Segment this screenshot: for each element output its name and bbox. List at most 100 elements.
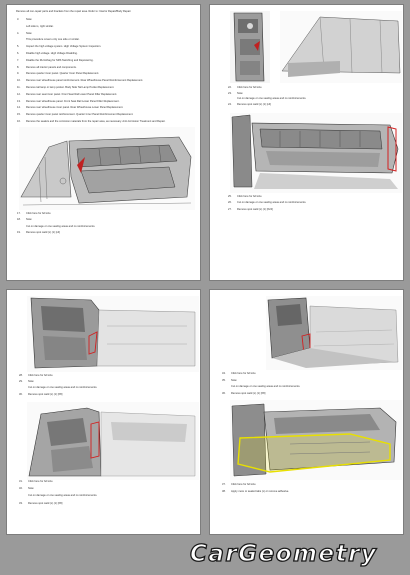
step-item: 19. Remove spot weld (x) (1) [x4] [17, 231, 60, 234]
figure-wheelhouse-weld[interactable] [230, 113, 402, 193]
step-item: 36. Remove spot weld (x) (1) [X8] [222, 392, 265, 395]
step-text: Disable high voltage. High Voltage Disab… [26, 52, 78, 55]
step-number: 30. [19, 392, 23, 396]
figure-rear-panel[interactable] [27, 296, 199, 372]
step-item: 3.Note: [17, 18, 32, 21]
step-number: 18. [17, 218, 21, 222]
step-text: Cut on damage or one sealing areas and n… [237, 97, 307, 101]
step-text: Cut on damage or one sealing areas and n… [231, 385, 301, 388]
step-number: 31. [19, 480, 23, 483]
step-text: Remove spot weld (x) (1) [x4] [237, 102, 271, 106]
step-text: Remove quarter inner panel reinforcement… [26, 113, 134, 117]
step-number: 25. [228, 195, 232, 198]
step-text[interactable]: Click here for full size [237, 86, 262, 89]
step-item: 27. Remove spot weld (x) (1) [X24] [228, 208, 273, 211]
step-text[interactable]: Click here for full size [237, 195, 262, 198]
step-item: 22. Click here for full size [228, 86, 262, 89]
step-number: 37. [222, 483, 226, 486]
step-number: 27. [228, 207, 232, 211]
step-number: 14. [17, 106, 21, 110]
figure-inner-panel-detail[interactable] [230, 11, 270, 83]
step-item: 5.Inspect the high voltage system. High … [17, 45, 101, 48]
step-item: 32.Note: [19, 487, 34, 490]
step-text[interactable]: Click here for full size [26, 212, 51, 215]
step-number: 22. [228, 86, 232, 89]
step-number: 19. [17, 230, 21, 234]
step-text: Cut on damage or one sealing areas and n… [237, 201, 307, 205]
step-number: 7. [17, 58, 20, 62]
step-text[interactable]: Click here for full size [231, 372, 256, 375]
step-text: Remove the sealers and the corrosion mat… [26, 120, 166, 123]
step-text: Apply more or sealed tabs (x) or remove … [231, 490, 290, 494]
figure-wheelhouse-side[interactable] [27, 402, 199, 480]
step-text: Cut on damage or one sealing areas and n… [26, 224, 96, 228]
cargeometry-logo: CarGeometry [189, 540, 378, 567]
figure-bed-floor[interactable] [266, 296, 402, 370]
step-item: 30.Remove spot weld (x) (1) [X8] [19, 393, 62, 396]
document-page-1: Remove all non-repair parts and brackets… [6, 4, 201, 281]
step-item: 29.Note: [19, 380, 34, 383]
step-text: Note: [26, 18, 33, 21]
step-item: 11. Remove tail lamp or lamp pocket. Body… [17, 86, 114, 89]
step-item: This procedure covers only one side or s… [17, 38, 79, 41]
step-item: 12. Remove rear seat inner panel. Front S… [17, 93, 117, 96]
step-number: 17. [17, 212, 21, 215]
step-text: Cut on damage or one sealing areas and n… [28, 386, 98, 390]
step-item: 33. Remove spot weld (x) (1) [X8] [19, 502, 62, 505]
step-item: 35. Note: [222, 379, 237, 382]
intro-text: Remove all non-repair parts and brackets… [16, 10, 132, 13]
step-number: 13. [17, 99, 21, 103]
step-text: Remove all interior panels and component… [26, 65, 77, 69]
step-number: 35. [222, 378, 226, 382]
step-number: 9. [17, 72, 20, 76]
step-text: Remove rear wheelhouse inner panel. Rear… [26, 106, 124, 110]
step-text[interactable]: Click here for full size [28, 374, 53, 377]
step-item: 31. Click here for full size [19, 480, 53, 483]
step-item: 37. Click here for full size [222, 483, 256, 486]
step-number: 12. [17, 92, 21, 96]
step-text[interactable]: Click here for full size [231, 483, 256, 486]
step-text: Note: [26, 218, 33, 222]
step-number: 36. [222, 391, 226, 395]
document-page-4: 34. Click here for full size 35. Note: Cut o… [209, 289, 404, 535]
figure-sealer-area[interactable] [230, 400, 402, 480]
step-item: Cut on damage or one sealing areas and n… [17, 225, 95, 228]
step-number: 33. [19, 501, 23, 505]
step-item: Cut on damage or one sealing areas and n… [228, 97, 306, 100]
step-number: 34. [222, 372, 226, 375]
step-text: Remove rear wheelhouse panel. Front Seat… [26, 99, 120, 103]
step-text: Disable the RH Airbag for SRS Switching … [26, 58, 94, 62]
step-text: Note: [26, 31, 33, 35]
step-text: Cut on damage or one sealing areas and n… [28, 494, 98, 498]
step-item: 23. Note: [228, 92, 243, 95]
step-item: 14. Remove rear wheelhouse inner panel. R… [17, 106, 123, 109]
step-item: 25. Click here for full size [228, 195, 262, 198]
step-item: 4.Note: [17, 32, 32, 35]
step-item: 16.Remove the sealers and the corrosion … [17, 120, 165, 123]
step-text: Remove spot weld (x) (1) [X8] [231, 391, 266, 395]
step-item: 6. Disable high voltage. High Voltage Dis… [17, 52, 78, 55]
step-item: 24.Remove spot weld (x) (1) [x4] [228, 103, 271, 106]
step-text: Note: [28, 380, 35, 384]
step-text: Remove spot weld (x) (1) [X8] [28, 501, 63, 505]
step-item: Cut on damage or one sealing areas and n… [19, 494, 97, 497]
step-item: 10. Remove rear wheelhouse panel reinforc… [17, 79, 143, 82]
figure-wheelhouse-panel[interactable] [19, 127, 195, 210]
step-item: 9.Remove quarter inner panel. Quarter In… [17, 72, 99, 75]
figure-bed-overview[interactable] [280, 11, 402, 83]
step-text: Remove spot weld (x) (1) [X24] [237, 207, 273, 211]
step-text: Remove spot weld (x) (1) [x4] [26, 230, 60, 234]
step-text[interactable]: Click here for full size [28, 480, 53, 483]
step-item: 17. Click here for full size [17, 212, 51, 215]
step-item: 15.Remove quarter inner panel reinforcem… [17, 113, 133, 116]
step-text: Remove rear wheelhouse panel reinforceme… [26, 79, 144, 83]
step-text: Note: [237, 91, 244, 95]
step-text: Remove rear seat inner panel. Front Seat… [26, 92, 118, 96]
step-text: Remove tail lamp or lamp pocket. Body Si… [26, 86, 115, 89]
step-number: 6. [17, 52, 20, 55]
step-number: 23. [228, 91, 232, 95]
step-number: 10. [17, 79, 21, 83]
step-number: 11. [17, 86, 21, 89]
step-text: Inspect the high voltage system. High Vo… [26, 45, 102, 49]
step-text: Note: [231, 378, 238, 382]
